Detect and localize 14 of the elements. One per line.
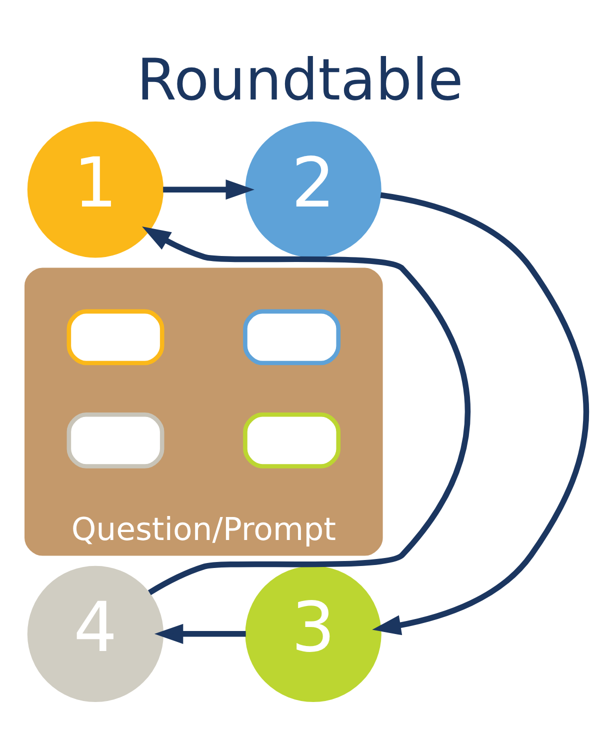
node-box xyxy=(66,412,164,468)
arrow xyxy=(163,180,254,200)
arrow xyxy=(372,192,589,636)
cluster: Question/Prompt xyxy=(24,268,383,556)
arrow xyxy=(154,624,246,644)
arrow xyxy=(142,226,470,596)
diagram-title: Roundtable xyxy=(136,46,464,114)
node-box xyxy=(66,309,164,366)
node-box xyxy=(243,412,341,468)
node-circle: 3 xyxy=(245,566,382,702)
node-box xyxy=(243,309,341,366)
node-circle: 2 xyxy=(245,122,382,258)
node-circle: 1 xyxy=(27,122,164,258)
node-circle: 4 xyxy=(27,566,164,702)
